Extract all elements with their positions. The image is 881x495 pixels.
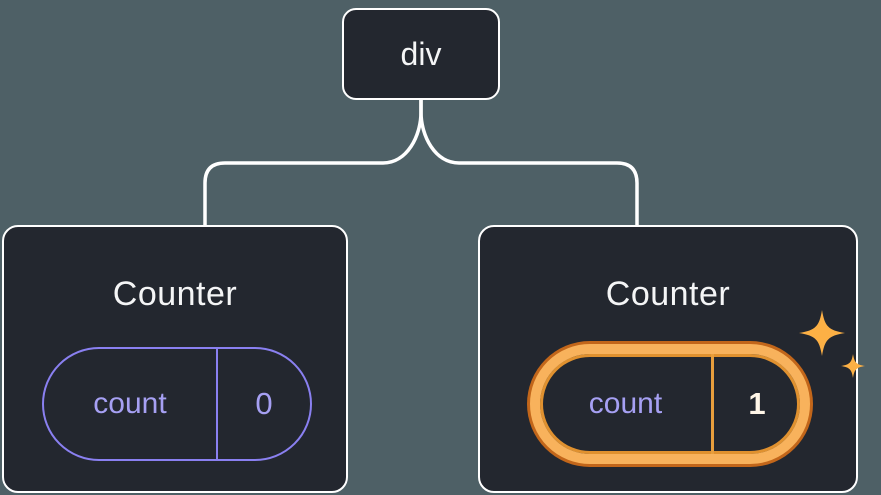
root-node-label: div [400, 35, 442, 72]
state-pill-highlighted: count 1 [530, 344, 810, 464]
connector-branch-right [419, 98, 639, 228]
connector-branch-left [203, 98, 423, 228]
counter-title: Counter [605, 275, 731, 313]
root-node: div [342, 8, 500, 100]
state-value: 1 [748, 386, 766, 421]
state-label: count [588, 387, 663, 420]
pill-divider [711, 354, 714, 454]
pill-divider [216, 349, 218, 459]
counter-title: Counter [112, 275, 238, 313]
state-pill: count 0 [42, 347, 312, 461]
sparkles-icon [799, 310, 865, 378]
counter-card-left: Counter count 0 [2, 225, 348, 493]
state-value: 0 [255, 386, 273, 421]
counter-card-right: Counter count 1 [478, 225, 858, 493]
state-label: count [93, 387, 167, 420]
